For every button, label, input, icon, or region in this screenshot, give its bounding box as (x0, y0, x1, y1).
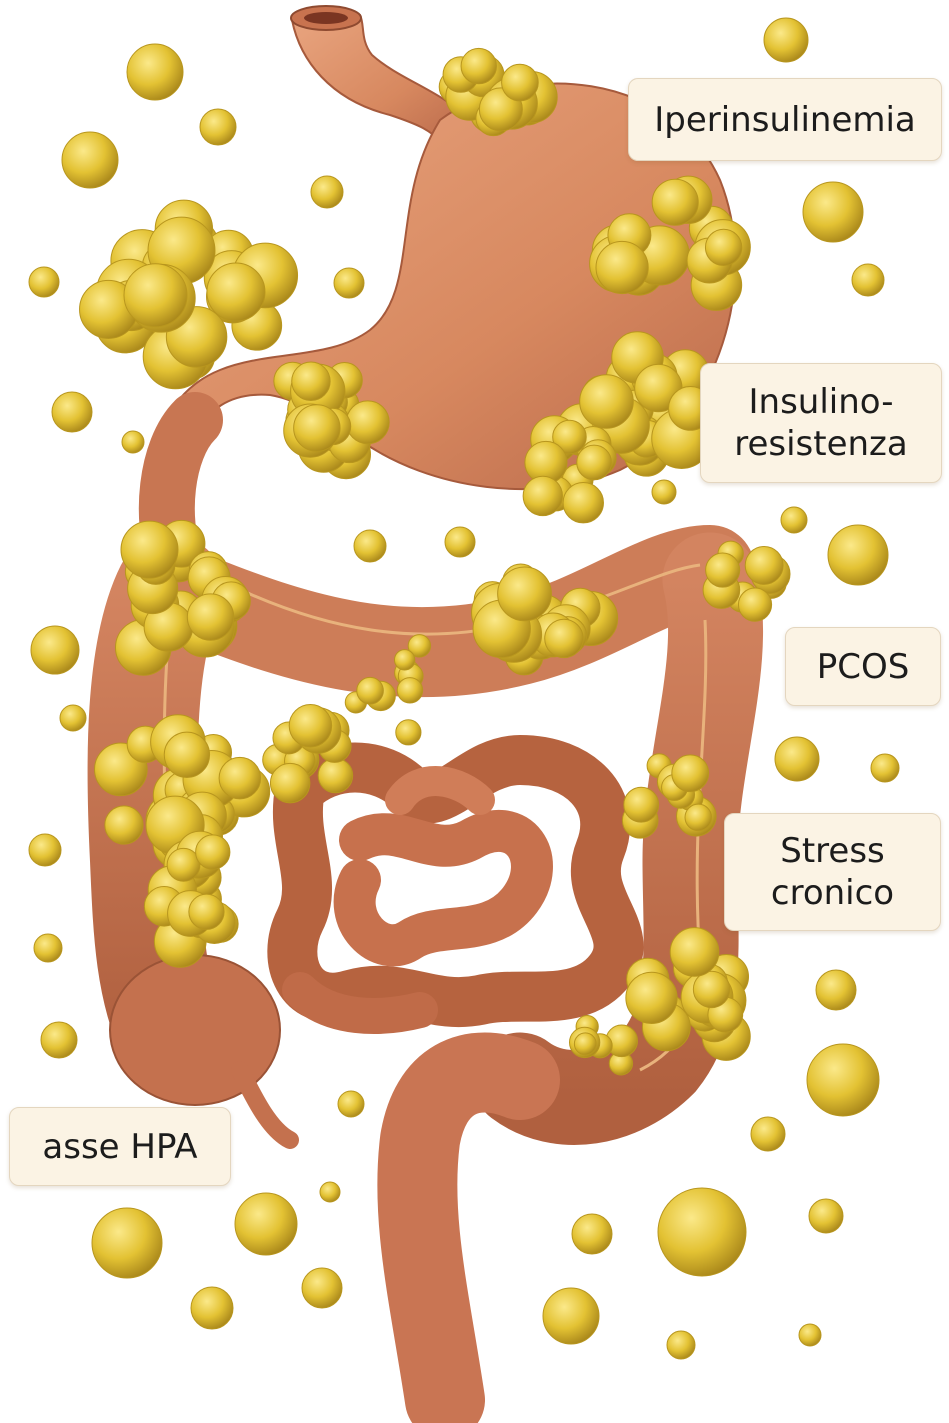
fat-globule (288, 704, 333, 748)
fat-globule (460, 47, 497, 85)
fat-globule (291, 361, 331, 401)
fat-globule (851, 263, 885, 297)
fat-globule (815, 969, 857, 1011)
label-stress-cronico: Stress cronico (724, 813, 941, 931)
fat-globule (692, 970, 731, 1009)
fat-globule (356, 676, 384, 705)
fat-globule (573, 1032, 597, 1056)
fat-globule (595, 240, 649, 295)
fat-globule (808, 1198, 844, 1234)
label-iperinsulinemia-text: Iperinsulinemia (654, 99, 916, 140)
fat-globule (30, 625, 80, 675)
label-asse-hpa-text: asse HPA (42, 1126, 198, 1167)
fat-globule (353, 529, 387, 563)
fat-globule (544, 618, 584, 659)
fat-globule (562, 482, 604, 524)
fat-globule (206, 262, 266, 322)
fat-globule (705, 552, 741, 588)
label-insulino-line2: resistenza (734, 424, 908, 464)
fat-globule (319, 1181, 341, 1203)
fat-globule (625, 971, 678, 1024)
fat-globule (301, 1267, 343, 1309)
fat-globule (407, 634, 432, 658)
fat-globule (218, 756, 262, 800)
fat-globule (396, 677, 424, 704)
fat-globule (120, 520, 179, 579)
label-insulino-line1: Insulino- (748, 382, 894, 422)
small-intestine (267, 735, 644, 1034)
fat-globule (497, 566, 552, 622)
label-stress-line1: Stress (780, 831, 885, 871)
fat-globule (666, 1330, 696, 1360)
fat-globule (33, 933, 63, 963)
fat-globule (576, 444, 612, 481)
label-pcos-text: PCOS (816, 646, 910, 687)
fat-globule (163, 731, 211, 778)
fat-globule (40, 1021, 78, 1059)
fat-globule (61, 131, 119, 189)
label-pcos: PCOS (785, 627, 941, 706)
fat-globule (684, 803, 713, 832)
fat-globule (28, 266, 60, 298)
fat-globule (651, 479, 677, 505)
fat-deposits (28, 17, 900, 1360)
fat-globule (310, 175, 344, 209)
fat-globule (337, 1090, 365, 1118)
fat-globule (51, 391, 93, 433)
fat-globule (126, 43, 184, 101)
label-iperinsulinemia: Iperinsulinemia (628, 78, 942, 161)
fat-globule (522, 475, 563, 517)
fat-globule (59, 704, 87, 732)
esophagus (290, 5, 472, 147)
fat-globule (552, 419, 587, 455)
fat-globule (345, 400, 390, 445)
fat-globule (806, 1043, 880, 1117)
fat-globule (623, 786, 660, 823)
fat-globule (542, 1287, 600, 1345)
fat-globule (166, 847, 201, 882)
fat-globule (195, 834, 231, 870)
fat-globule (234, 1192, 298, 1256)
fat-globule (104, 805, 144, 845)
fat-globule (190, 1286, 234, 1330)
fat-globule (798, 1323, 822, 1347)
fat-globule (395, 719, 422, 746)
fat-globule (293, 404, 341, 452)
fat-globule (750, 1116, 786, 1152)
fat-globule (651, 178, 699, 226)
fat-globule (669, 927, 720, 977)
fat-globule (444, 526, 476, 558)
fat-globule (333, 267, 365, 299)
fat-globule (393, 649, 416, 671)
label-insulino-resistenza: Insulino- resistenza (700, 363, 942, 483)
fat-globule (28, 833, 62, 867)
fat-globule (737, 587, 773, 622)
fat-globule (744, 545, 784, 585)
fat-globule (501, 63, 539, 102)
fat-globule (802, 181, 864, 243)
fat-globule (870, 753, 900, 783)
fat-globule (704, 228, 743, 267)
fat-globule (774, 736, 820, 782)
fat-globule (123, 263, 188, 328)
fat-globule (763, 17, 809, 63)
fat-globule (657, 1187, 747, 1277)
fat-globule (827, 524, 889, 586)
fat-globule (199, 108, 237, 146)
fat-globule (317, 757, 354, 794)
fat-globule (186, 593, 235, 641)
label-asse-hpa: asse HPA (9, 1107, 231, 1186)
fat-globule (91, 1207, 163, 1279)
fat-globule (121, 430, 145, 454)
fat-globule (571, 1213, 613, 1255)
fat-globule (188, 893, 225, 930)
fat-globule (780, 506, 808, 534)
fat-globule (579, 374, 634, 429)
fat-globule (671, 754, 710, 793)
fat-globule (269, 762, 311, 804)
label-stress-line2: cronico (770, 873, 895, 913)
